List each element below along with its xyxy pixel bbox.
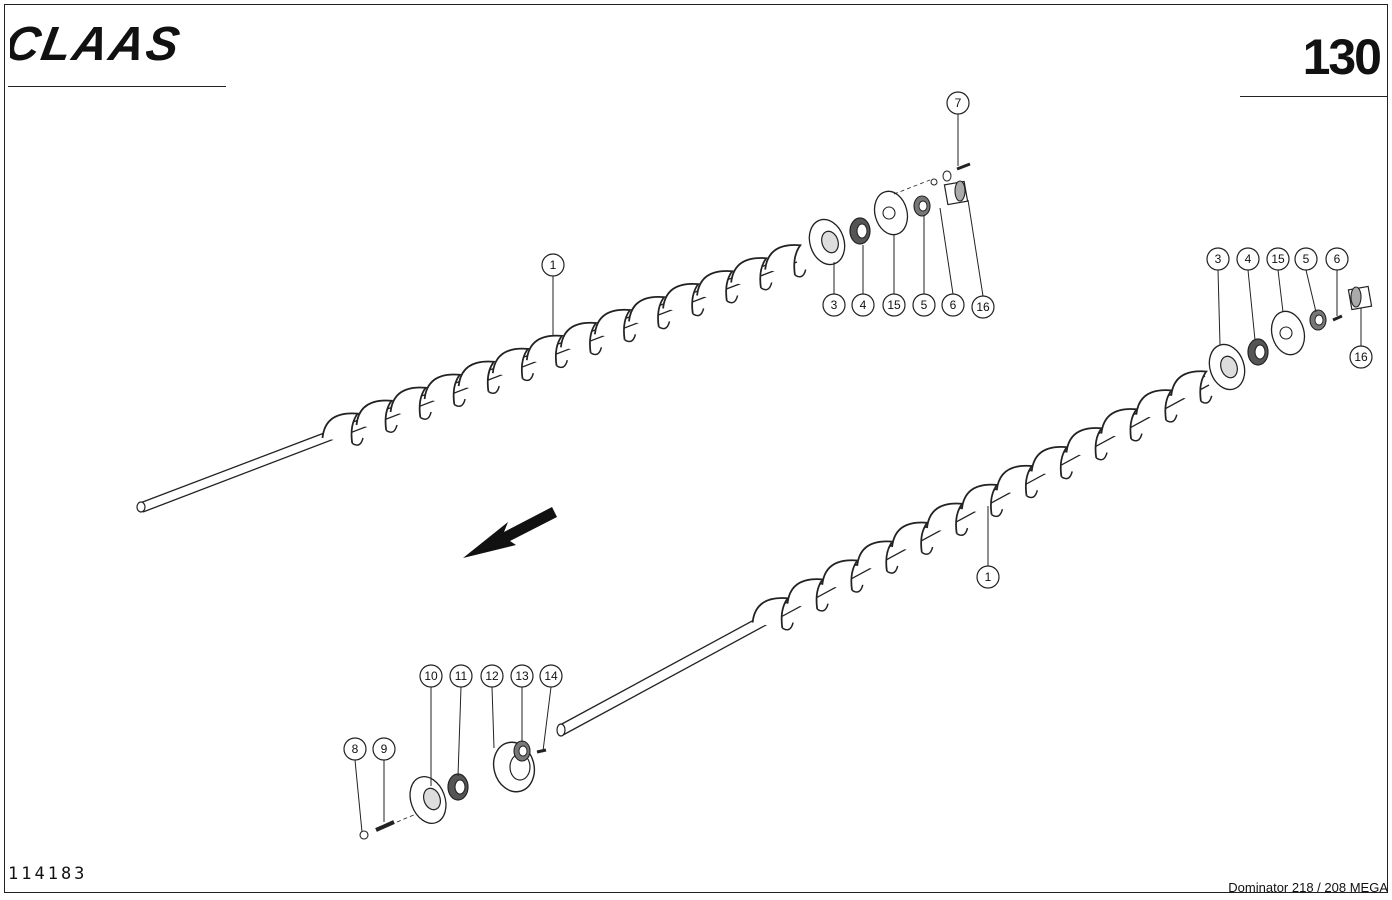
callout-label: 10 — [424, 669, 438, 683]
callout-label: 4 — [860, 298, 867, 312]
page-number: 130 — [1302, 29, 1382, 85]
callout-label: 7 — [955, 96, 962, 110]
callout-label: 15 — [887, 298, 901, 312]
upper-flange-bearing-icon — [808, 218, 846, 266]
callout-6: 6 — [939, 207, 965, 317]
upper-washer-icon — [930, 170, 952, 186]
callout-label: 1 — [985, 570, 992, 584]
lower-auger-shaft-icon — [556, 370, 1213, 737]
left-flange-bearing-icon — [409, 776, 447, 824]
claas-logo: CLAAS — [1, 17, 235, 71]
left-bearing-icon — [447, 773, 469, 801]
callout-label: 8 — [352, 742, 359, 756]
callout-label: 16 — [976, 300, 990, 314]
svg-text:CLAAS: CLAAS — [10, 18, 185, 68]
callout-9: 9 — [372, 737, 396, 822]
callout-4: 4 — [1236, 247, 1260, 341]
lower-bushing-icon — [1347, 285, 1373, 311]
drawing-number: 114183 — [8, 864, 88, 884]
page-number-rule — [1240, 96, 1387, 97]
left-grub-screw-icon — [536, 748, 547, 754]
callout-3: 3 — [1206, 247, 1230, 346]
callout-label: 11 — [455, 669, 468, 683]
callout-10: 10 — [419, 664, 443, 786]
lower-collar-icon — [1309, 309, 1327, 331]
callout-label: 14 — [544, 669, 558, 683]
callout-5: 5 — [1294, 247, 1318, 313]
upper-bearing-icon — [849, 217, 871, 245]
callout-label: 4 — [1245, 252, 1252, 266]
callout-label: 5 — [921, 298, 928, 312]
bolt-icon — [375, 820, 395, 832]
callout-label: 5 — [1303, 252, 1310, 266]
lower-grub-screw-icon — [1332, 314, 1343, 322]
callout-1: 1 — [976, 506, 1000, 589]
callout-label: 16 — [1354, 350, 1368, 364]
upper-bolt-icon — [956, 162, 971, 171]
callout-14: 14 — [539, 664, 563, 752]
callout-label: 3 — [1215, 252, 1222, 266]
callout-label: 3 — [831, 298, 838, 312]
callout-label: 6 — [1334, 252, 1341, 266]
callout-11: 11 — [449, 664, 473, 777]
lower-bearing-housing-icon — [1270, 310, 1306, 356]
callout-5: 5 — [912, 216, 936, 317]
callout-6: 6 — [1325, 247, 1349, 316]
upper-collar-icon — [913, 195, 931, 217]
callout-label: 1 — [550, 258, 557, 272]
machine-model: Dominator 218 / 208 MEGA — [1228, 880, 1388, 895]
callout-label: 12 — [485, 669, 499, 683]
logo-rule — [8, 86, 226, 87]
left-collar-icon — [513, 740, 531, 762]
callout-1: 1 — [541, 253, 565, 335]
callout-15: 15 — [882, 235, 906, 317]
callout-label: 13 — [515, 669, 529, 683]
callout-16: 16 — [1349, 308, 1373, 369]
callout-8: 8 — [343, 737, 367, 833]
callout-label: 9 — [381, 742, 388, 756]
callout-label: 15 — [1271, 252, 1285, 266]
upper-bearing-housing-icon — [873, 190, 909, 236]
page-frame — [4, 4, 1388, 893]
callout-13: 13 — [510, 664, 534, 742]
washer-icon — [359, 830, 369, 840]
lower-flange-bearing-icon — [1208, 343, 1246, 391]
callout-12: 12 — [480, 664, 504, 749]
upper-bushing-icon — [943, 180, 969, 206]
callout-7: 7 — [946, 91, 970, 166]
callout-4: 4 — [851, 245, 875, 317]
callout-3: 3 — [822, 262, 846, 317]
upper-auger-shaft-icon — [136, 244, 807, 513]
callout-16: 16 — [967, 199, 995, 319]
lower-bearing-icon — [1247, 338, 1269, 366]
direction-arrow-icon — [463, 507, 557, 558]
callout-label: 6 — [950, 298, 957, 312]
left-bearing-housing-icon — [492, 741, 536, 793]
callout-15: 15 — [1266, 247, 1290, 313]
